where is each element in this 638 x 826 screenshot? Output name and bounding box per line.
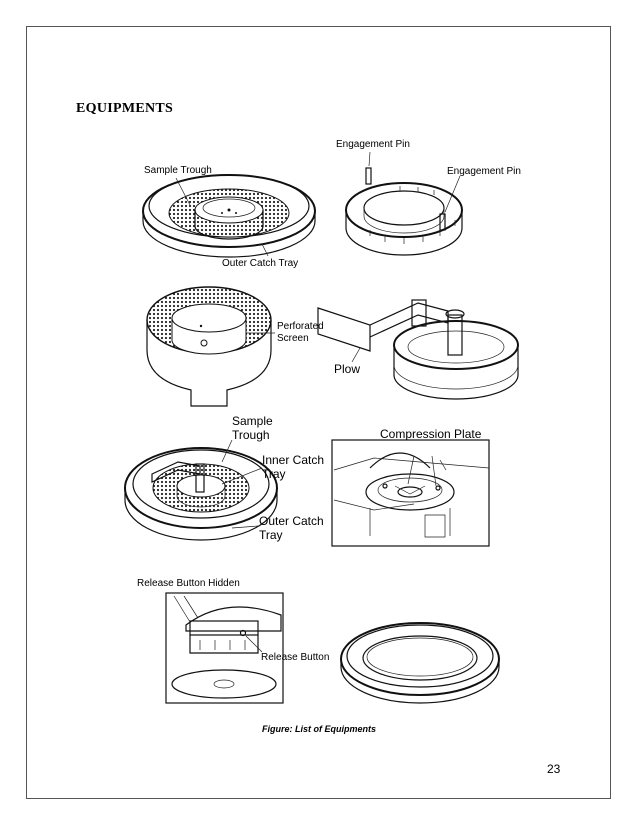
figure-caption: Figure: List of Equipments [262,724,376,734]
perforated-screen-drawing [146,286,275,407]
label-screen: Screen [277,333,309,344]
label-perforated: Perforated [277,321,324,332]
ring-tray-drawing [340,622,500,704]
page-number: 23 [547,762,561,776]
section-heading: EQUIPMENTS [76,101,174,116]
release-button-drawing [165,592,284,704]
label-inner-catch-tray-a: Inner Catch [262,453,324,467]
label-outer-catch-tray-2a: Outer Catch [259,514,324,528]
label-release-button-hidden: Release Button Hidden [137,578,240,589]
sample-trough-tray-drawing [142,174,316,258]
label-release-button: Release Button [261,652,329,663]
compression-plate-drawing [331,439,490,547]
label-sample-trough-2b: Trough [232,428,270,442]
label-compression-plate: Compression Plate [380,427,482,441]
label-sample-trough-2a: Sample [232,414,273,428]
page-border [26,26,611,799]
label-outer-catch-tray-2b: Tray [259,528,283,542]
plow-drawing [317,299,519,400]
label-outer-catch-tray: Outer Catch Tray [222,258,298,269]
label-engagement-pin-right: Engagement Pin [447,166,521,177]
label-sample-trough: Sample Trough [144,165,212,176]
engagement-ring-drawing [345,151,463,256]
label-engagement-pin-top: Engagement Pin [336,139,410,150]
label-plow: Plow [334,362,360,376]
tray-assembly-drawing [124,439,278,541]
label-inner-catch-tray-b: Tray [262,467,286,481]
